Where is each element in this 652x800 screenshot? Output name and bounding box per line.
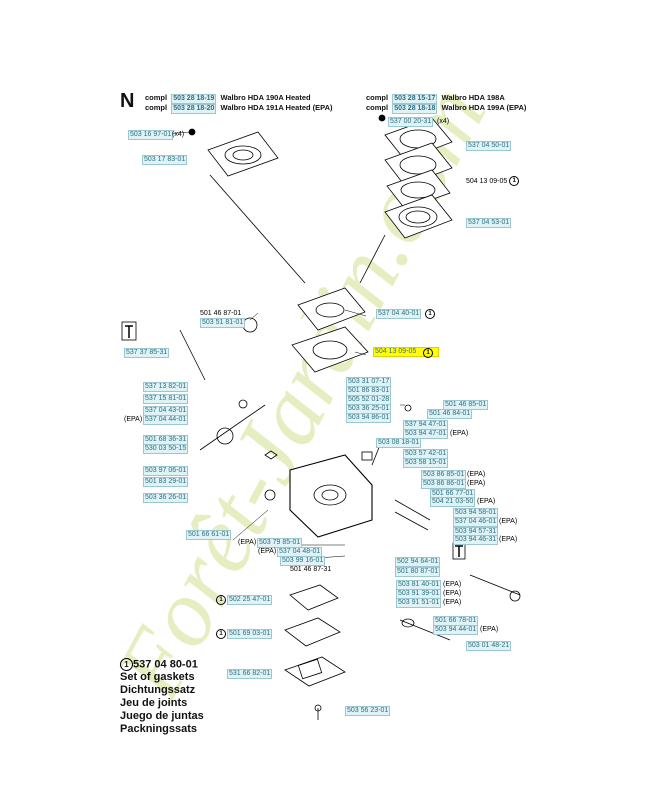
legend-line: Dichtungssatz (120, 684, 196, 697)
part-label[interactable]: 504 21 03-50 (430, 497, 476, 507)
part-label[interactable]: 503 99 16-01 (280, 556, 326, 566)
part-label[interactable]: 503 94 86-01 (346, 413, 392, 423)
part-label[interactable]: 537 37 85-31 (124, 348, 170, 358)
compl-label: compl (366, 93, 389, 102)
part-label[interactable]: 537 04 50-01 (466, 141, 512, 151)
part-number[interactable]: 503 28 15-17 (392, 94, 438, 104)
compl-label: compl (145, 93, 168, 102)
compl-label: compl (366, 103, 389, 112)
part-label[interactable]: 502 94 64-01 (395, 557, 441, 567)
part-label[interactable]: 501 80 87-01 (395, 567, 441, 577)
model-description: Walbro HDA 190A Heated (220, 93, 311, 102)
legend-line: Jeu de joints (120, 697, 188, 710)
part-label[interactable]: 537 04 44-01 (143, 415, 189, 425)
part-label[interactable]: 503 51 81-01 (200, 318, 246, 328)
gasket-set-marker: 1 (120, 658, 133, 671)
epa-note: (EPA) (499, 536, 518, 543)
part-number[interactable]: 503 28 18-20 (171, 104, 217, 114)
gasket-set-marker: 1 (423, 348, 433, 358)
epa-note: (EPA) (443, 599, 462, 606)
part-label[interactable]: 502 25 47-01 (227, 595, 273, 605)
tool-symbol-icon-left (121, 321, 137, 341)
epa-note: (EPA) (477, 498, 496, 505)
model-description: Walbro HDA 199A (EPA) (441, 103, 527, 112)
tool-symbol-icon-right (452, 542, 466, 560)
part-label[interactable]: 503 17 83-01 (142, 155, 188, 165)
quantity-note: (x4) (437, 118, 450, 125)
gasket-set-marker: 1 (425, 309, 435, 319)
epa-note: (EPA) (480, 626, 499, 633)
part-label-plain: 501 46 87-01 (200, 310, 242, 317)
legend-part-number: 537 04 80-01 (133, 658, 198, 671)
header-left-line-2: compl 503 28 18-20 Walbro HDA 191A Heate… (145, 103, 333, 114)
legend-line: Packningssats (120, 723, 198, 736)
highlighted-part-label[interactable]: 504 13 09-05 (373, 347, 440, 357)
compl-label: compl (145, 103, 168, 112)
header-right-line-2: compl 503 28 18-18 Walbro HDA 199A (EPA) (366, 103, 526, 114)
model-description: Walbro HDA 198A (441, 93, 505, 102)
part-label[interactable]: 501 66 61-01 (186, 530, 232, 540)
quantity-note: (x4) (172, 131, 185, 138)
gasket-set-marker: 1 (509, 176, 520, 186)
part-label-plain: 501 46 87-31 (290, 566, 332, 573)
part-label[interactable]: 503 08 18-01 (376, 438, 422, 448)
part-label[interactable]: 530 03 50-15 (143, 444, 189, 454)
part-label[interactable]: 503 36 26-01 (143, 493, 189, 503)
part-label[interactable]: 501 46 84-01 (427, 409, 473, 419)
part-label[interactable]: 501 69 03-01 (227, 629, 273, 639)
legend-line: Juego de juntas (120, 710, 204, 723)
part-label[interactable]: 503 01 48-21 (466, 641, 512, 651)
header-left-line-1: compl 503 28 18-19 Walbro HDA 190A Heate… (145, 93, 311, 104)
part-label[interactable]: 503 94 46-31 (453, 535, 499, 545)
part-label[interactable]: 503 94 44-01 (433, 625, 479, 635)
part-label[interactable]: 537 04 53-01 (466, 218, 512, 228)
epa-note: (EPA) (450, 430, 469, 437)
model-description: Walbro HDA 191A Heated (EPA) (220, 103, 333, 112)
gasket-set-marker: 1 (216, 629, 226, 639)
epa-note: (EPA) (499, 518, 518, 525)
epa-note: (EPA) (443, 581, 462, 588)
part-label[interactable]: 537 04 46-01 (453, 517, 499, 527)
part-number[interactable]: 503 28 18-18 (392, 104, 438, 114)
epa-note: (EPA) (238, 539, 257, 546)
header-right-line-1: compl 503 28 15-17 Walbro HDA 198A (366, 93, 505, 104)
part-number[interactable]: 503 28 18-19 (171, 94, 217, 104)
part-label[interactable]: 503 16 97-01 (128, 130, 174, 140)
epa-note: (EPA) (258, 548, 277, 555)
epa-note: (EPA) (467, 471, 486, 478)
epa-note: (EPA) (124, 416, 143, 423)
part-label[interactable]: 531 66 82-01 (227, 669, 273, 679)
epa-note: (EPA) (443, 590, 462, 597)
part-label[interactable]: 501 83 29-01 (143, 477, 189, 487)
part-label[interactable]: 503 94 47-01 (403, 429, 449, 439)
part-label[interactable]: 503 86 86-01 (421, 479, 467, 489)
part-label[interactable]: 503 56 23-01 (345, 706, 391, 716)
part-label[interactable]: 503 91 51-01 (396, 598, 442, 608)
part-label[interactable]: 503 58 15-01 (403, 458, 449, 468)
part-label[interactable]: 537 13 82-01 (143, 382, 189, 392)
part-label[interactable]: 537 15 81-01 (143, 394, 189, 404)
epa-note: (EPA) (467, 480, 486, 487)
part-label[interactable]: 503 97 06-01 (143, 466, 189, 476)
section-letter: N (120, 90, 135, 112)
part-label-plain: 504 13 09-05 1 (466, 176, 520, 186)
part-label[interactable]: 537 00 20-31 (388, 117, 434, 127)
legend-line: Set of gaskets (120, 671, 195, 684)
gasket-set-marker: 1 (216, 595, 226, 605)
part-label[interactable]: 537 04 40-01 (376, 309, 422, 319)
